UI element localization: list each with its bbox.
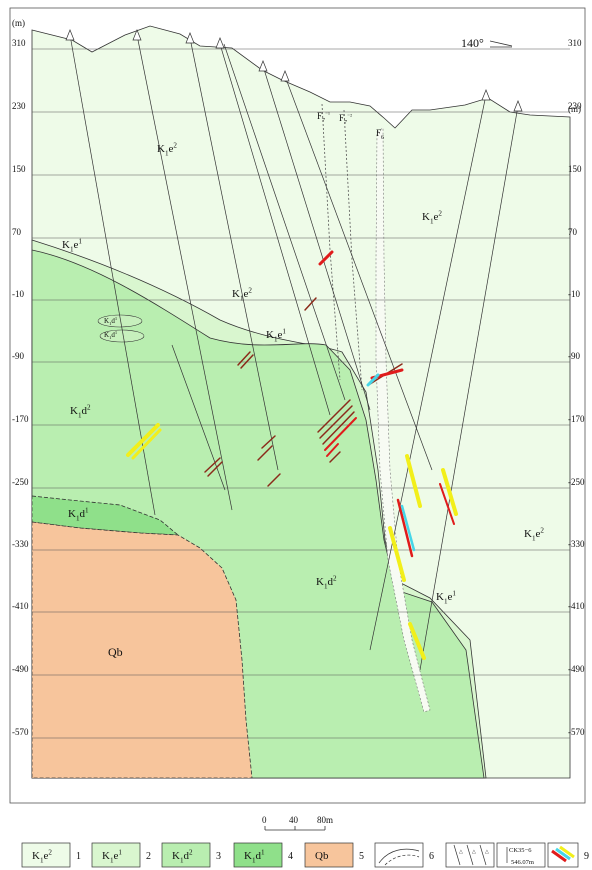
elevation-tick-left: -490 xyxy=(12,664,29,674)
svg-text:F6: F6 xyxy=(376,128,384,141)
legend-swatch-label: K1d1 xyxy=(244,849,265,865)
label-k1d2-left: K1d2 xyxy=(70,404,91,420)
scale-tick-40: 40 xyxy=(289,815,299,825)
label-k1e2-centre: K1e2 xyxy=(232,287,252,303)
orientation-label: 140° xyxy=(461,36,484,50)
legend-number: 5 xyxy=(359,851,364,862)
elevation-ticks-right: 310 230 150 70 -10 -90 -170 -250 -330 -410 -490 -57… xyxy=(568,38,585,737)
drillhole-collars xyxy=(65,29,523,112)
elevation-ticks-left: 310 230 150 70 -10 -90 -170 -250 -330 -410 -490 -57… xyxy=(12,38,29,737)
scale-bar: 0 40 80m xyxy=(262,815,333,831)
elevation-tick-right: -250 xyxy=(568,477,585,487)
label-k1d2-lower: K1d2 xyxy=(316,575,337,591)
legend-swatch xyxy=(304,842,354,868)
svg-text:F7⁻²: F7⁻² xyxy=(339,113,352,126)
label-k1e2-lower-right: K1e2 xyxy=(524,527,544,543)
legend-swatch xyxy=(21,842,71,868)
elevation-tick-right: -490 xyxy=(568,664,585,674)
label-lens-upper: K1d1 xyxy=(104,316,117,326)
elevation-tick-right: 150 xyxy=(568,164,582,174)
elevation-tick-left: -250 xyxy=(12,477,29,487)
legend-swatch xyxy=(374,842,424,868)
fault-label-f7-1: F7⁻¹ xyxy=(317,111,330,124)
elevation-unit-left: (m) xyxy=(12,18,25,28)
elevation-tick-right: 70 xyxy=(568,227,578,237)
elevation-tick-left: -90 xyxy=(12,351,24,361)
legend-item-6: 6 xyxy=(374,842,434,868)
elevation-tick-right: -90 xyxy=(568,351,580,361)
legend-drillhole-depth: 546.07m xyxy=(511,859,534,866)
svg-text:△: △ xyxy=(459,849,463,855)
legend-swatch-label: K1e1 xyxy=(102,849,122,865)
label-k1e1-left: K1e1 xyxy=(62,238,82,254)
legend: K1e21K1e12K1d23K1d14Qb56△△△7CK35−6546.07… xyxy=(21,842,589,868)
legend-item-3: K1d2 3 xyxy=(161,842,221,868)
legend-swatch xyxy=(233,842,283,868)
label-lens-lower: K1d1 xyxy=(104,330,117,340)
elevation-tick-left: -170 xyxy=(12,414,29,424)
elevation-tick-left: 150 xyxy=(12,164,26,174)
legend-item-7: △△△7 xyxy=(445,842,505,868)
legend-item-1: K1e2 1 xyxy=(21,842,81,868)
scale-tick-80: 80m xyxy=(317,815,333,825)
svg-text:F7⁻¹: F7⁻¹ xyxy=(317,111,330,124)
legend-drillhole-id: CK35−6 xyxy=(509,847,532,854)
elevation-tick-right: -570 xyxy=(568,727,585,737)
scale-tick-0: 0 xyxy=(262,815,267,825)
fault-f7-1 xyxy=(321,103,341,381)
elevation-tick-right: 230 xyxy=(568,101,582,111)
elevation-tick-right: -170 xyxy=(568,414,585,424)
fault-f7-2 xyxy=(343,109,363,391)
legend-swatch xyxy=(161,842,211,868)
elevation-tick-left: -410 xyxy=(12,601,29,611)
fault-label-f6: F6 xyxy=(376,128,384,141)
legend-item-5: Qb 5 xyxy=(304,842,364,868)
legend-number: 6 xyxy=(429,851,434,862)
ore-bodies xyxy=(126,250,458,660)
elevation-tick-right: -410 xyxy=(568,601,585,611)
legend-swatch-label: K1e2 xyxy=(32,849,52,865)
legend-number: 9 xyxy=(584,851,589,862)
unit-qb-area xyxy=(31,521,253,779)
legend-swatch-label: Qb xyxy=(315,850,329,862)
elevation-tick-right: 310 xyxy=(568,38,582,48)
legend-swatch xyxy=(496,842,546,868)
elevation-tick-left: 70 xyxy=(12,227,22,237)
legend-swatch-label: K1d2 xyxy=(172,849,193,865)
orientation-arrow xyxy=(489,40,513,47)
fault-label-f7-2: F7⁻² xyxy=(339,113,352,126)
label-k1e1-centre: K1e1 xyxy=(266,328,286,344)
lens-k1d1-upper xyxy=(97,314,143,328)
label-k1e1-lower: K1e1 xyxy=(436,590,456,606)
legend-number: 1 xyxy=(76,851,81,862)
svg-text:△: △ xyxy=(472,849,476,855)
label-qb: Qb xyxy=(108,645,123,659)
legend-number: 2 xyxy=(146,851,151,862)
label-k1e2-right: K1e2 xyxy=(422,210,442,226)
elevation-gridlines xyxy=(32,48,570,739)
elevation-tick-left: -10 xyxy=(12,289,24,299)
fault-zone-f6 xyxy=(375,127,431,713)
svg-text:△: △ xyxy=(485,849,489,855)
unit-labels: K1e2K1e2K1e2K1e2K1e1K1e1K1e1K1d2K1d2K1d1… xyxy=(62,142,544,659)
legend-item-2: K1e1 2 xyxy=(91,842,151,868)
section-frame xyxy=(9,7,586,804)
legend-item-9: 9 xyxy=(547,842,589,868)
elevation-tick-left: -570 xyxy=(12,727,29,737)
elevation-tick-left: 230 xyxy=(12,101,26,111)
elevation-tick-left: -330 xyxy=(12,539,29,549)
label-k1d1: K1d1 xyxy=(68,507,89,523)
legend-swatch xyxy=(91,842,141,868)
elevation-unit-right: (m) xyxy=(568,104,581,114)
legend-item-4: K1d1 4 xyxy=(233,842,293,868)
legend-number: 4 xyxy=(288,851,293,862)
label-k1e2-upper-left: K1e2 xyxy=(157,142,177,158)
legend-number: 3 xyxy=(216,851,221,862)
drill-holes xyxy=(69,34,519,671)
elevation-tick-right: -330 xyxy=(568,539,585,549)
elevation-tick-right: -10 xyxy=(568,289,580,299)
elevation-tick-left: 310 xyxy=(12,38,26,48)
